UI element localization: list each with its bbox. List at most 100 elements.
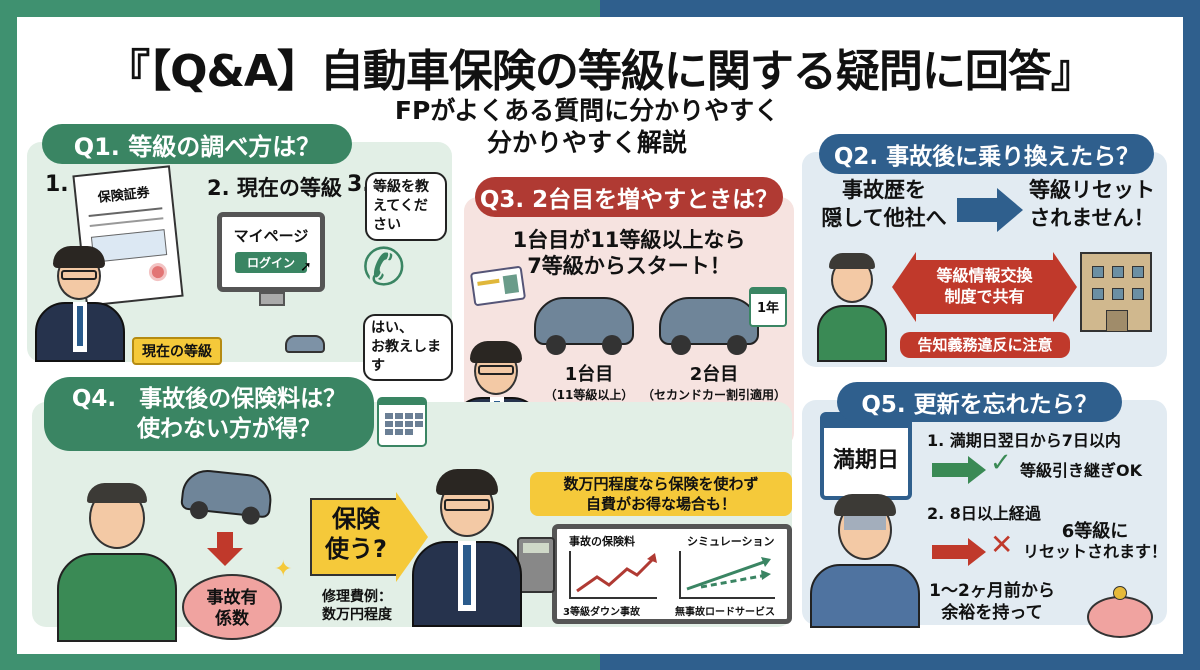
simulation-lines-icon [686, 557, 771, 591]
q5-label: Q5. 更新を忘れたら？ [837, 382, 1122, 422]
chart-right-axes [679, 551, 775, 599]
q2-right-line-1: 等級リセット [1029, 178, 1155, 202]
monitor-stand [259, 292, 285, 306]
piggy-line-1: 事故有 [206, 588, 258, 608]
q1-label: Q1. 等級の調べ方は？ [42, 124, 352, 164]
car1-subtitle: （11等級以上） [544, 388, 634, 402]
fp-advisor-figure [35, 246, 125, 362]
calendar-year-label: 1年 [756, 301, 780, 316]
q3-headline-1: 1台目が11等級以上なら [512, 228, 746, 252]
damaged-car-icon [180, 467, 274, 526]
fp-advisor-calculator-figure [412, 469, 522, 627]
q3-headline-2: 7等級からスタート！ [527, 254, 731, 278]
phone-icon: ✆ [362, 238, 406, 298]
q5-item2: 2. 8日以上経過 [927, 504, 1041, 523]
q2-right-line-2: されません！ [1029, 206, 1155, 230]
q5-item2-result: 6等級に リセットされます！ [1020, 522, 1170, 562]
cursor-icon: ➚ [300, 259, 312, 275]
q2-label: Q2. 事故後に乗り換えたら？ [819, 134, 1154, 174]
q4-label-line-2: 使わない方が得？ [137, 416, 321, 442]
distressed-man-figure [810, 494, 920, 628]
car2-label: 2台目 （セカンドカー割引適用） [634, 360, 794, 403]
exchange-line-1: 等級情報交換 [936, 266, 1033, 285]
building-icon [1080, 252, 1152, 332]
q2-left-text: 事故歴を 隠して他社へ [814, 176, 954, 232]
car1-title: 1台目 [564, 364, 614, 385]
repair-line-1: 修理費例： [322, 589, 392, 605]
mypage-monitor: マイページ ログイン ➚ [217, 212, 325, 292]
chart-right-title: シミュレーション [687, 535, 775, 548]
mypage-title: マイページ [233, 227, 309, 245]
current-grade-tag: 現在の等級 [132, 337, 222, 365]
speech-bubble-question: 等級を教えてください [365, 172, 447, 241]
piggy-bank-small-icon [1087, 586, 1153, 638]
chart-right-caption: 無事故ロードサービス [675, 607, 775, 618]
answer-line-1: はい、 [371, 320, 413, 336]
page-title: 『【Q&A】自動車保険の等級に関する疑問に回答』 [106, 46, 1095, 97]
car2-title: 2台目 [689, 364, 739, 385]
exchange-line-2: 制度で共有 [944, 287, 1025, 306]
q1-step3-number: 3. [347, 172, 371, 197]
chart-left-axes [569, 551, 657, 599]
q2-right-text: 等級リセット されません！ [1017, 176, 1167, 232]
subtitle-line-2: 分かりやすく解説 [486, 128, 687, 157]
certificate-title: 保険証券 [97, 185, 151, 206]
calendar-grid-icon [377, 397, 427, 447]
cross-icon: ✕ [990, 528, 1014, 561]
answer-line-2: お教えします [371, 339, 441, 374]
car1-label: 1台目 （11等級以上） [534, 360, 644, 403]
sparkle-icon: ✦ [274, 557, 293, 582]
q4-label: Q4. 事故後の保険料は？ 使わない方が得？ [44, 377, 374, 451]
q5-panel: 満期日 1. 満期日翌日から7日以内 ✓ 等級引き継ぎOK 2. 8日以上経過 … [802, 400, 1170, 638]
login-button[interactable]: ログイン [235, 252, 307, 273]
chart-left-title: 事故の保険料 [569, 535, 635, 548]
calculator-icon [517, 537, 555, 593]
q3-headline: 1台目が11等級以上なら 7等級からスタート！ [464, 227, 794, 279]
q2-left-line-1: 事故歴を [842, 178, 926, 202]
use-insurance-line-2: 使う? [325, 535, 387, 563]
q5-advice: 1〜2ヶ月前から 余裕を持って [927, 580, 1057, 624]
q2-left-line-2: 隠して他社へ [821, 206, 947, 230]
q4-panel: 事故有 係数 ✦ 保険 使う? 修理費例： 数万円程度 数万円程度なら保険を使わ… [32, 397, 792, 642]
page-subtitle: FPがよくある質問に分かりやすく 分かりやすく解説 [337, 95, 837, 159]
car2-icon [659, 297, 759, 355]
tip-line-2: 自費がお得な場合も！ [585, 495, 736, 513]
calendar-icon: 1年 [749, 287, 787, 327]
q1-step2-title: 2. 現在の等級 [207, 176, 342, 200]
repair-cost-example: 修理費例： 数万円程度 [314, 588, 400, 624]
q3-label: Q3. 2台目を増やすときは？ [475, 177, 783, 217]
infographic-canvas: 『【Q&A】自動車保険の等級に関する疑問に回答』 FPがよくある質問に分かりやす… [17, 17, 1183, 654]
double-arrow-exchange: 等級情報交換 制度で共有 [892, 252, 1077, 322]
q4-label-line-1: Q4. 事故後の保険料は？ [71, 386, 347, 412]
q1-panel: 1. 保険証券 現在の等級 2. 現在の等級 マイページ ログイン ➚ 3. [27, 142, 453, 381]
q5-item1-result: 等級引き継ぎOK [1020, 461, 1143, 480]
rising-premium-line-icon [576, 553, 657, 593]
speech-bubble-answer: はい、 お教えします [363, 314, 453, 381]
use-insurance-line-1: 保険 [332, 505, 380, 533]
car2-subtitle: （セカンドカー割引適用） [641, 388, 786, 402]
piggy-line-2: 係数 [215, 609, 249, 629]
chart-left-caption: 3等級ダウン事故 [563, 607, 640, 618]
glasses-icon [61, 270, 97, 280]
license-card-icon [469, 265, 527, 307]
self-pay-tip: 数万円程度なら保険を使わず 自費がお得な場合も！ [530, 472, 792, 516]
disclosure-warning: 告知義務違反に注意 [900, 332, 1070, 358]
check-icon: ✓ [990, 448, 1012, 478]
piggy-bank-icon: 事故有 係数 [182, 574, 282, 640]
q2-panel: 事故歴を 隠して他社へ 等級リセット されません！ 等級情報交換 制度で共有 告… [802, 152, 1167, 367]
thinking-man-figure [57, 483, 177, 642]
advice-line-1: 1〜2ヶ月前から [929, 581, 1055, 601]
q5-item1: 1. 満期日翌日から7日以内 [927, 431, 1121, 450]
q1-step1-number: 1. [45, 172, 69, 197]
simulation-monitor: 事故の保険料 3等級ダウン事故 シミュレーション 無事故ロードサービス [552, 524, 792, 624]
worried-man-figure [817, 253, 887, 362]
q5-result-line-1: 6等級に [1061, 521, 1129, 542]
repair-line-2: 数万円程度 [322, 607, 392, 623]
car1-icon [534, 297, 634, 355]
advice-line-2: 余裕を持って [941, 603, 1043, 623]
q5-result-line-2: リセットされます！ [1022, 542, 1167, 561]
use-insurance-arrow: 保険 使う? [310, 492, 430, 582]
car-icon-small [285, 335, 325, 353]
stamp-icon [148, 262, 168, 282]
expiry-calendar-icon: 満期日 [820, 412, 912, 500]
